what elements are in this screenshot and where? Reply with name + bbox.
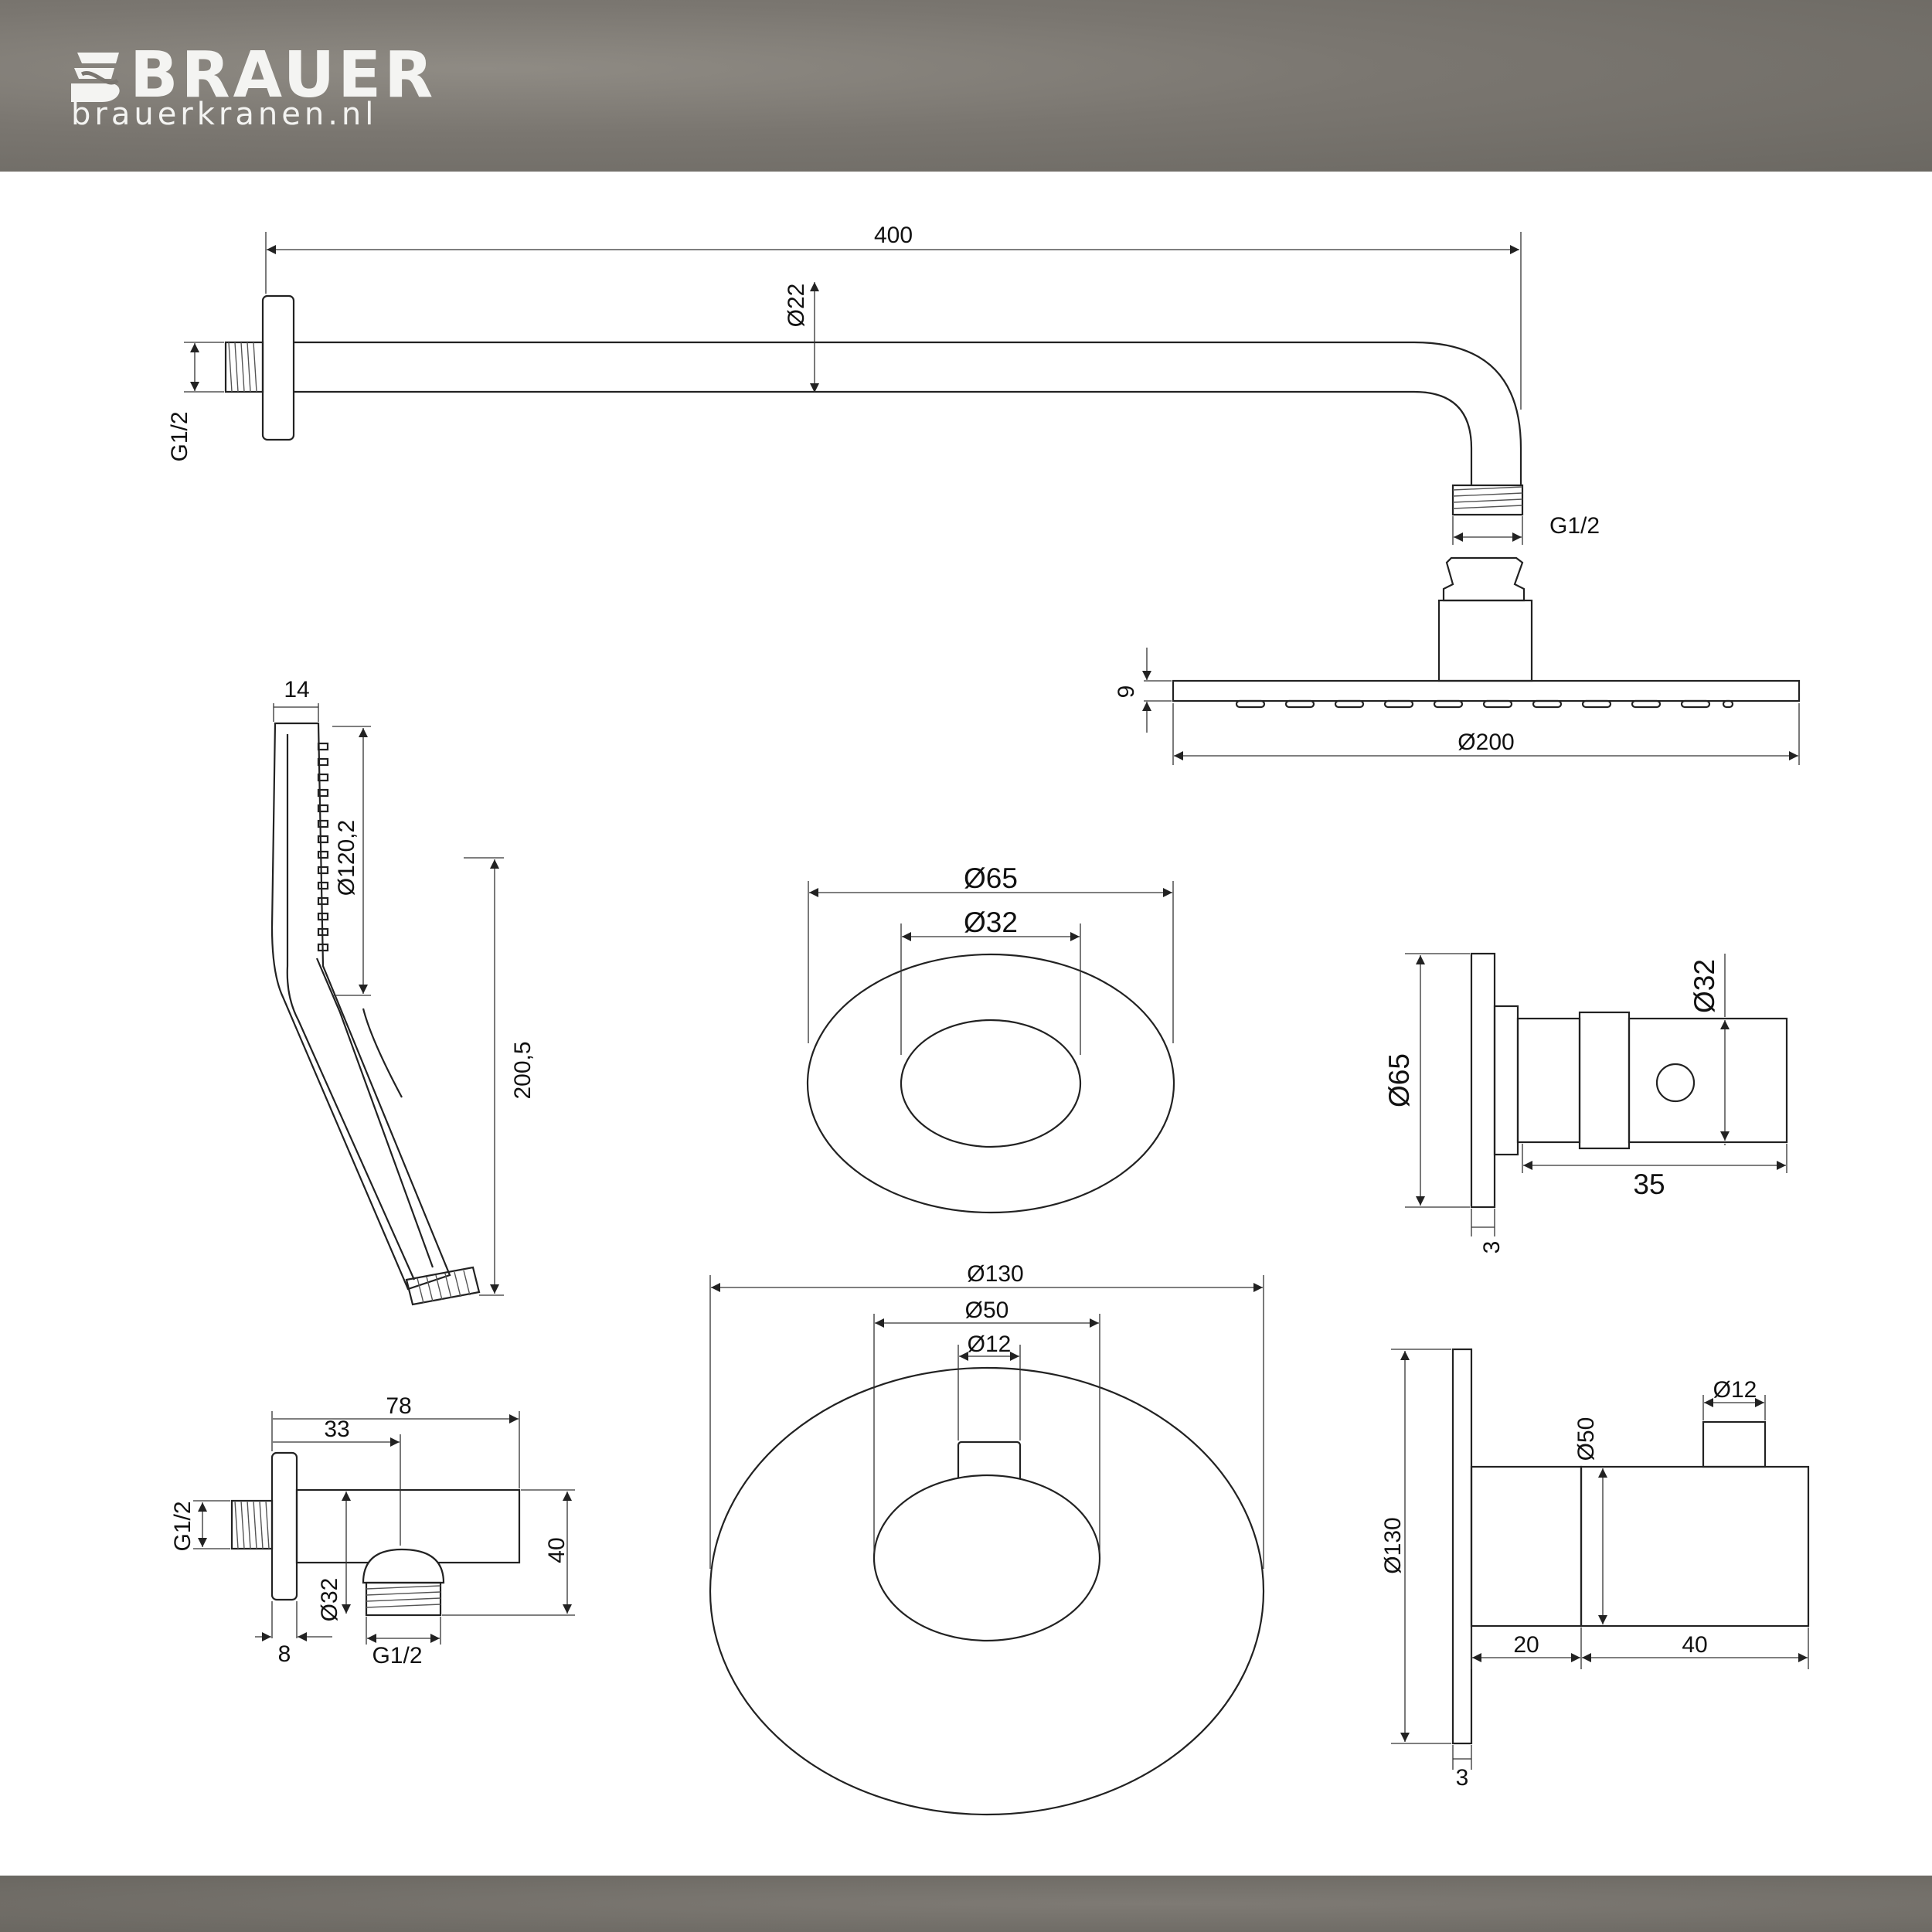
small-rosette-front: Ø65 Ø32 bbox=[806, 862, 1175, 1214]
dim-thermo-rosette: Ø130 bbox=[1380, 1517, 1406, 1573]
shower-arm: 400 Ø22 G1/2 G1/2 bbox=[167, 223, 1600, 545]
dim-valve-rosette: Ø65 bbox=[1383, 1053, 1415, 1107]
dim-outlet-dia: Ø32 bbox=[317, 1578, 342, 1622]
dim-thermo-lever: Ø12 bbox=[1713, 1377, 1757, 1403]
dim-thermo-plate: 3 bbox=[1456, 1765, 1469, 1791]
dim-arm-length: 400 bbox=[874, 223, 913, 248]
dim-outlet-plate: 8 bbox=[278, 1641, 291, 1667]
footer-band bbox=[0, 1876, 1932, 1932]
dim-small-rosette-outer: Ø65 bbox=[964, 862, 1018, 894]
dim-outlet-center: 33 bbox=[324, 1417, 349, 1442]
dim-arm-outlet: G1/2 bbox=[1549, 513, 1600, 539]
dim-arm-tube: Ø22 bbox=[784, 284, 809, 328]
header-banner: BRAUER brauerkranen.nl bbox=[0, 0, 1932, 172]
dim-thermo-depth-b: 40 bbox=[1682, 1632, 1707, 1658]
dim-valve-body: Ø32 bbox=[1689, 959, 1720, 1013]
dim-head-thickness: 9 bbox=[1114, 685, 1139, 699]
dim-hand-head: Ø120,2 bbox=[334, 820, 359, 896]
brauer-logo-icon bbox=[71, 53, 120, 102]
dim-thermo-body: Ø50 bbox=[1573, 1417, 1599, 1461]
dim-large-rosette-outer: Ø130 bbox=[967, 1261, 1023, 1287]
rain-shower-head: 9 Ø200 bbox=[1114, 556, 1801, 765]
dim-hand-length: 200,5 bbox=[510, 1041, 536, 1099]
dim-thermo-depth-a: 20 bbox=[1513, 1632, 1539, 1658]
dim-outlet-inlet: G1/2 bbox=[170, 1501, 196, 1551]
brand-logo: BRAUER bbox=[71, 39, 437, 112]
hand-shower: 14 Ø120,2 200,5 bbox=[270, 677, 536, 1306]
dim-small-rosette-inner: Ø32 bbox=[964, 906, 1018, 938]
large-rosette-front: Ø130 Ø50 Ø12 bbox=[709, 1261, 1265, 1816]
dim-hand-width: 14 bbox=[284, 677, 309, 702]
thermostat-side: Ø130 Ø50 Ø12 20 40 3 bbox=[1380, 1348, 1810, 1791]
dim-arm-inlet: G1/2 bbox=[167, 411, 192, 461]
dim-outlet-thread: G1/2 bbox=[372, 1643, 422, 1668]
dim-outlet-height: 40 bbox=[544, 1537, 570, 1563]
stop-valve-side: Ø65 Ø32 35 3 bbox=[1383, 952, 1788, 1254]
brand-url: brauerkranen.nl bbox=[71, 97, 378, 132]
wall-outlet: 78 33 40 Ø32 8 G1/2 G1/2 bbox=[170, 1393, 575, 1668]
dim-outlet-length: 78 bbox=[386, 1393, 411, 1419]
dim-valve-plate: 3 bbox=[1479, 1241, 1505, 1254]
dim-large-rosette-lever: Ø12 bbox=[968, 1332, 1012, 1357]
dim-large-rosette-knob: Ø50 bbox=[965, 1298, 1009, 1323]
brand-name: BRAUER bbox=[130, 39, 437, 112]
dim-head-diameter: Ø200 bbox=[1458, 730, 1514, 755]
dim-valve-depth: 35 bbox=[1633, 1168, 1665, 1200]
